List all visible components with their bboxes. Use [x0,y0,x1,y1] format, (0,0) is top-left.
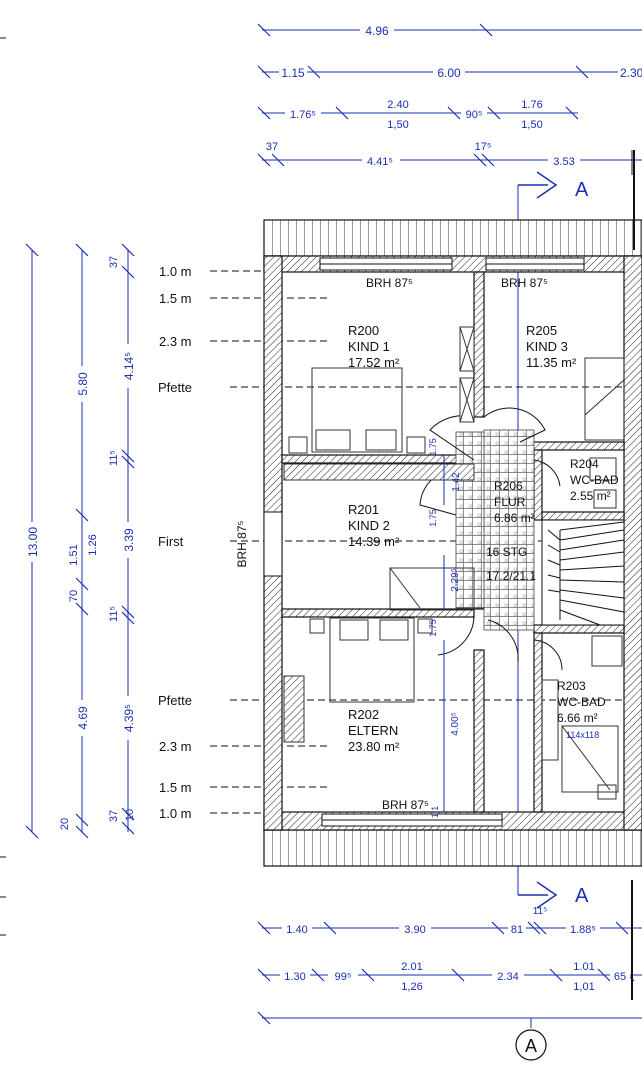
left-dim-text: 70 [68,590,80,602]
section-marker-top: A [575,179,589,201]
bottom-dim-text: 1.01 [573,961,594,973]
top-dim-text: 17⁵ [475,141,492,153]
bottom-dim-text: 99⁵ [335,971,352,983]
left-dimensions: 13.00 5.80 1.51 1.26 70 4.69 20 37 4.14⁵… [24,243,136,839]
left-dim-text: 3.39 [122,528,136,552]
room-name-r203: WC-BAD [557,695,606,709]
top-dim-text: 4.41⁵ [367,156,393,168]
bottom-dim-text: 1,26 [401,981,422,993]
brh-label: BRH 87⁵ [382,798,429,812]
top-dim-text: 2.30 [620,66,642,80]
interior-dim-text: 4.00⁵ [450,712,461,736]
left-dim-text: 4.39⁵ [122,704,136,732]
left-dim-text: 4.14⁵ [122,352,136,380]
interior-dim-text: 1.75 [428,509,438,527]
room-id-r202: R202 [348,707,379,722]
interior-dim-text: 1.75 [428,619,438,637]
building [263,150,642,867]
top-dim-text: 37 [266,141,278,153]
room-area-r201: 14.39 m² [348,534,400,549]
stair-ratio: 17.2/21.1 [486,569,536,583]
bottom-dim-text: 2.01 [401,961,422,973]
top-dim-text: 1.76⁵ [290,109,316,121]
left-dim-text: 37 [108,810,120,822]
room-area-r204: 2.55 m² [570,489,611,503]
interior-dim-text: 1.42 [451,472,462,492]
level-label: 1.0 m [159,806,192,821]
left-dim-text: 11⁵ [108,450,120,466]
top-dim-text: 1.76 [521,99,542,111]
room-name-r206: FLUR [494,495,526,509]
room-id-r201: R201 [348,502,379,517]
left-dim-text: 37 [108,256,120,268]
section-marker-bottom: A [575,885,589,907]
interior-dim-text: 2.29⁵ [450,568,461,592]
left-dim-text: 5.80 [76,372,90,396]
bottom-dim-text: 1.88⁵ [570,924,596,936]
room-area-r205: 11.35 m² [526,355,577,370]
window-note: 114x118 [566,730,599,740]
bottom-dim-text: 11⁵ [533,906,548,917]
top-dim-text: 1,50 [387,119,408,131]
axis-label: A [525,1036,537,1056]
room-id-r205: R205 [526,323,557,338]
level-label: 2.3 m [159,334,192,349]
level-label: 1.5 m [159,291,192,306]
room-name-r205: KIND 3 [526,339,568,354]
level-label: First [158,534,184,549]
top-dim-text: 6.00 [437,66,461,80]
left-dim-text: 11⁵ [108,606,120,622]
left-dim-text: 1.26 [87,534,99,555]
room-name-r201: KIND 2 [348,518,390,533]
interior-dim-text: 1.1 [430,806,440,819]
level-label: Pfette [158,693,192,708]
room-area-r202: 23.80 m² [348,739,400,754]
brh-label: BRH 87⁵ [235,520,249,567]
margin-marks [0,37,633,1000]
top-dim-text: 2.40 [387,99,408,111]
stair-label: 16 STG [486,545,527,559]
level-label: 1.0 m [159,264,192,279]
bottom-dim-text: 1,01 [573,981,594,993]
room-name-r200: KIND 1 [348,339,390,354]
left-dim-text: 1.51 [68,544,80,565]
bottom-dim-text: 1.40 [286,924,307,936]
bottom-dim-text: 2.34 [497,971,518,983]
top-dim-text: 3.53 [553,156,574,168]
room-id-r203: R203 [557,679,586,693]
left-dim-text: 4.69 [76,706,90,730]
left-dim-text: 10 [124,809,136,821]
bottom-dim-text: 3.90 [404,924,425,936]
interior-dimensions: 1.42 1.75 1.75 1.75 2.29⁵ 4.00⁵ 1.1 [428,438,462,818]
room-area-r203: 6.66 m² [557,711,598,725]
room-labels: R200 KIND 1 17.52 m² R205 KIND 3 11.35 m… [235,276,619,812]
top-dimensions: 4.96 1.15 6.00 2.30 1.76⁵ 2.40 1,50 90⁵ … [257,20,642,175]
bottom-dim-text: 1.30 [284,971,305,983]
bottom-dimensions: 1.40 3.90 81 1.88⁵ 11⁵ 1.30 99⁵ 2.01 1,2… [257,906,642,1061]
bottom-dim-text: 81 [511,924,523,936]
brh-label: BRH 87⁵ [501,276,548,290]
top-dim-text: 90⁵ [466,109,483,121]
room-name-r204: WC-BAD [570,473,619,487]
interior-dim-text: 1.75 [428,438,438,456]
room-id-r204: R204 [570,457,599,471]
room-name-r202: ELTERN [348,723,398,738]
level-label: Pfette [158,380,192,395]
axis-bubble [515,1029,547,1061]
level-label: 1.5 m [159,780,192,795]
top-dim-text: 4.96 [365,24,389,38]
room-id-r200: R200 [348,323,379,338]
left-dim-text: 20 [59,818,71,830]
top-dim-text: 1,50 [521,119,542,131]
bottom-dim-text: 65 [614,971,626,983]
room-id-r206: R206 [494,479,523,493]
top-dim-text: 1.15 [281,66,305,80]
brh-label: BRH 87⁵ [366,276,413,290]
left-dim-text: 13.00 [26,527,40,557]
level-label: 2.3 m [159,739,192,754]
room-area-r200: 17.52 m² [348,355,400,370]
room-area-r206: 6.86 m² [494,511,535,525]
